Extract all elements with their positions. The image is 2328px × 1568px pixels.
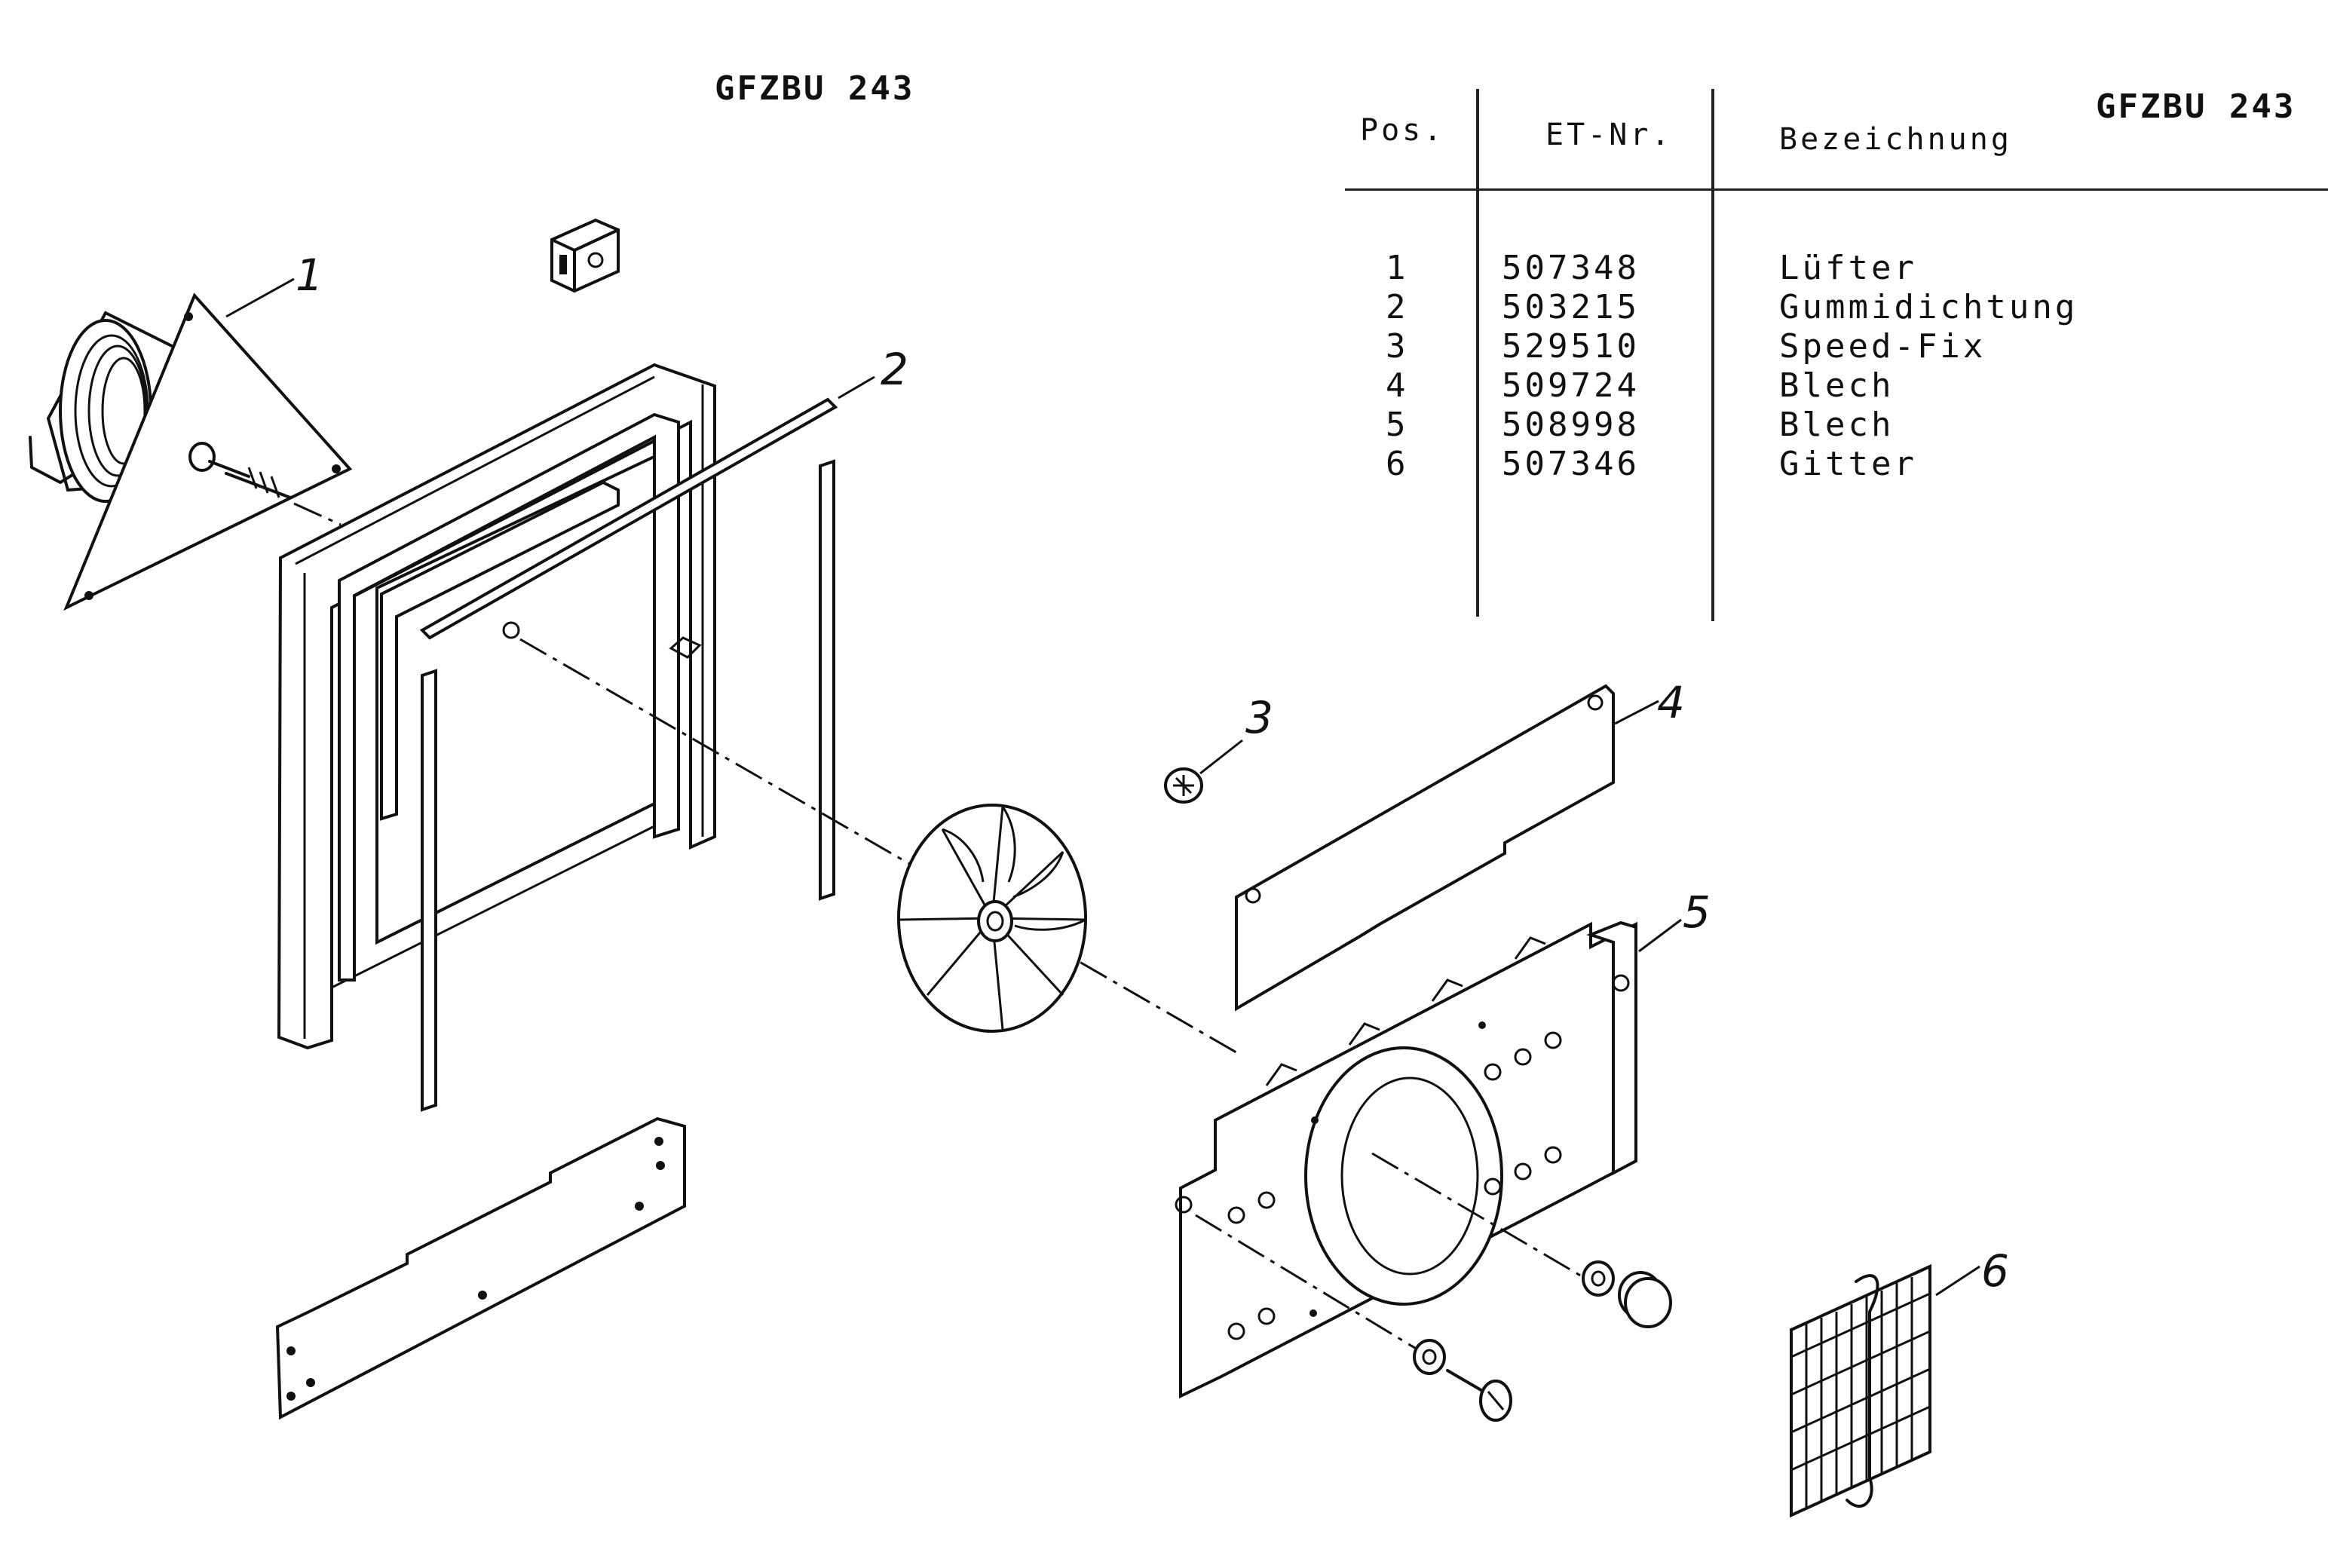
row-bezeichnung: Gitter xyxy=(1779,445,1917,483)
table-row: 1 507348 Lüfter xyxy=(1349,249,2328,288)
svg-text:2: 2 xyxy=(881,344,908,395)
row-pos: 6 xyxy=(1386,445,1409,483)
row-et-nr: 508998 xyxy=(1502,406,1640,444)
callout-2: 2 xyxy=(838,344,908,400)
row-et-nr: 507348 xyxy=(1502,249,1640,287)
screw-axis-line xyxy=(1371,1152,1591,1283)
washer xyxy=(1582,1260,1615,1297)
row-et-nr: 509724 xyxy=(1502,366,1640,405)
grille-part-6 xyxy=(1790,1263,1931,1518)
svg-text:4: 4 xyxy=(1657,677,1685,728)
table-row: 3 529510 Speed-Fix xyxy=(1349,327,2328,366)
table-row: 6 507346 Gitter xyxy=(1349,445,2328,484)
table-column-divider xyxy=(1476,89,1479,617)
title-left: GFZBU 243 xyxy=(715,69,915,108)
screw xyxy=(1446,1369,1512,1422)
callout-3: 3 xyxy=(1199,692,1273,775)
table-row: 4 509724 Blech xyxy=(1349,366,2328,406)
row-bezeichnung: Blech xyxy=(1779,366,1895,405)
clip-block xyxy=(550,218,620,293)
callout-1: 1 xyxy=(225,250,323,318)
table-column-divider xyxy=(1711,89,1714,621)
title-right: GFZBU 243 xyxy=(2096,87,2296,126)
row-pos: 3 xyxy=(1386,327,1409,366)
callout-5: 5 xyxy=(1638,887,1711,953)
header-pos: Pos. xyxy=(1360,113,1445,148)
table-row: 5 508998 Blech xyxy=(1349,406,2328,445)
plug-cap xyxy=(1618,1271,1672,1328)
row-bezeichnung: Blech xyxy=(1779,406,1895,444)
row-et-nr: 503215 xyxy=(1502,288,1640,326)
fan-impeller xyxy=(897,804,1087,1033)
washer xyxy=(1413,1339,1446,1375)
row-bezeichnung: Gummidichtung xyxy=(1779,288,2078,326)
row-pos: 2 xyxy=(1386,288,1409,326)
callout-6: 6 xyxy=(1935,1245,2009,1297)
rubber-seal-part-2 xyxy=(419,397,838,1112)
parts-table: 1 507348 Lüfter 2 503215 Gummidichtung 3… xyxy=(1349,249,2328,484)
svg-text:3: 3 xyxy=(1245,692,1273,743)
fan-motor-part-1 xyxy=(29,292,353,611)
header-et-nr: ET-Nr. xyxy=(1545,118,1673,152)
svg-text:6: 6 xyxy=(1981,1245,2009,1297)
bottom-plate xyxy=(275,1116,686,1420)
table-header-rule xyxy=(1345,188,2328,191)
row-pos: 1 xyxy=(1386,249,1409,287)
screw-axis-line xyxy=(1195,1214,1418,1351)
row-pos: 4 xyxy=(1386,366,1409,405)
row-bezeichnung: Speed-Fix xyxy=(1779,327,1986,366)
assembly-axis-line xyxy=(519,638,1237,1054)
header-bezeichnung: Bezeichnung xyxy=(1779,122,2012,157)
sheet-part-4 xyxy=(1235,684,1615,1012)
sheet-part-5 xyxy=(1175,920,1637,1399)
row-et-nr: 507346 xyxy=(1502,445,1640,483)
row-pos: 5 xyxy=(1386,406,1409,444)
row-et-nr: 529510 xyxy=(1502,327,1640,366)
svg-text:5: 5 xyxy=(1683,887,1711,938)
housing-frame xyxy=(277,363,716,1050)
row-bezeichnung: Lüfter xyxy=(1779,249,1917,287)
table-row: 2 503215 Gummidichtung xyxy=(1349,288,2328,327)
svg-text:1: 1 xyxy=(296,250,323,301)
speed-fix-part-3 xyxy=(1164,767,1203,804)
callout-4: 4 xyxy=(1614,677,1685,728)
